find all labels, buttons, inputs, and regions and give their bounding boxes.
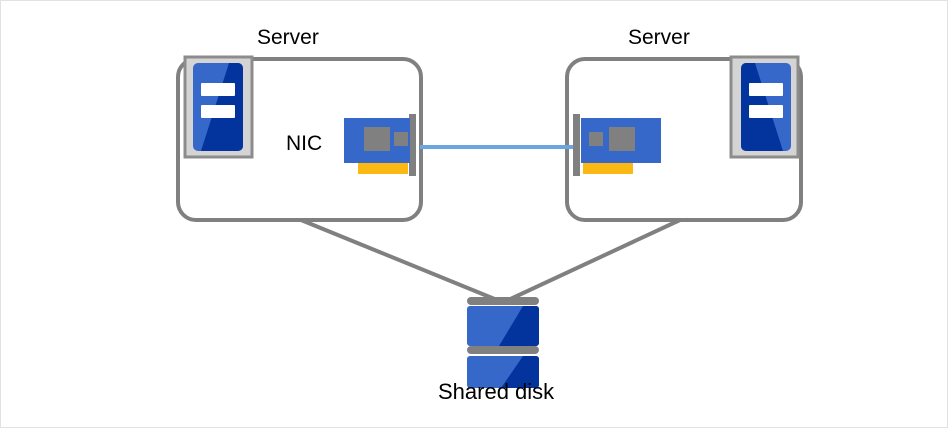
nic-chip-large-right xyxy=(609,127,635,151)
server-right-label: Server xyxy=(628,26,690,49)
nic-chip-small-left xyxy=(394,132,408,146)
nic-label: NIC xyxy=(286,132,323,155)
disk-platter-bottom xyxy=(467,356,539,388)
server-icon-right xyxy=(729,55,800,159)
server-icon-left xyxy=(183,55,254,159)
disk-platter-top xyxy=(467,306,539,346)
shared-disk-icon[interactable] xyxy=(467,297,539,388)
nic-chip-large-left xyxy=(364,127,390,151)
disk-band-top xyxy=(467,297,539,305)
nic-card-right[interactable] xyxy=(573,114,661,176)
connector-server-left-to-disk xyxy=(300,218,503,304)
shared-disk-label: Shared disk xyxy=(438,379,555,404)
connector-server-right-to-disk xyxy=(503,218,681,304)
nic-card-left[interactable] xyxy=(344,114,416,176)
nic-chip-small-right xyxy=(589,132,603,146)
disk-band-middle xyxy=(467,346,539,354)
server-left-label: Server xyxy=(257,26,319,49)
